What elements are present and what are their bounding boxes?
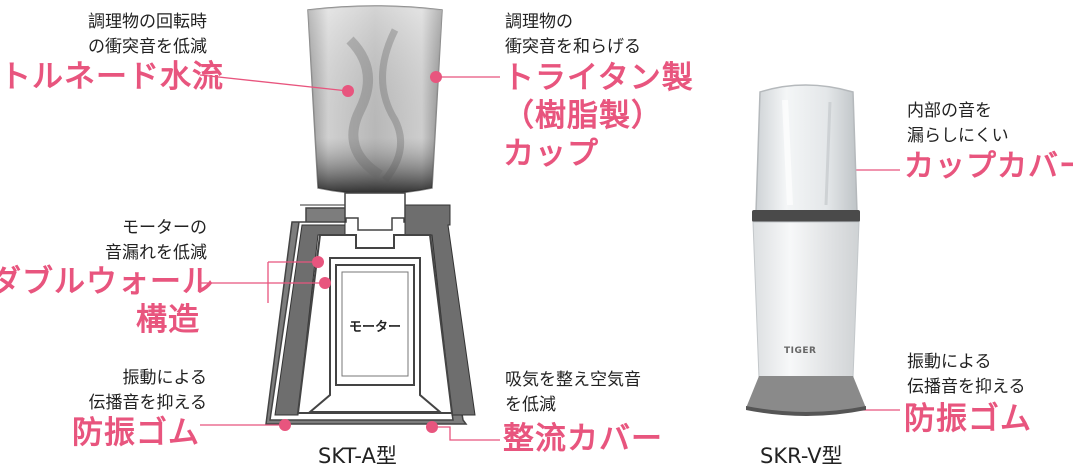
rubber-note-left-line-2: 伝播音を抑える <box>88 393 208 413</box>
wall-note-line-1: モーターの <box>122 218 207 238</box>
rubber-note-right-line-1: 振動による <box>907 352 992 372</box>
skt-a-base-section <box>265 192 476 425</box>
skt-a-cup <box>307 5 443 195</box>
tornado-title: トルネード水流 <box>0 59 224 95</box>
tornado-note: 調理物の回転時 の衝突音を低減 <box>7 10 207 60</box>
cup-title: トライタン製 （樹脂製） カップ <box>503 59 723 173</box>
cup-note-line-1: 調理物の <box>505 12 573 32</box>
model-v-caption: SKR-V型 <box>760 444 843 468</box>
wall-note-line-2: 音漏れを低減 <box>105 243 207 263</box>
cup-title-line-2: （樹脂製） <box>503 98 663 134</box>
rectifier-title: 整流カバー <box>503 421 663 457</box>
wall-note: モーターの 音漏れを低減 <box>7 216 207 266</box>
rectifier-note: 吸気を整え空気音 を低減 <box>505 368 705 418</box>
rectifier-note-line-1: 吸気を整え空気音 <box>505 370 641 390</box>
cover-note-line-2: 漏らしにくい <box>907 126 1009 146</box>
rubber-note-left: 振動による 伝播音を抑える <box>7 366 208 416</box>
rubber-title-left: 防振ゴム <box>72 415 200 451</box>
skr-v-product <box>746 84 866 416</box>
rubber-note-left-line-1: 振動による <box>122 368 208 388</box>
motor-label: モーター <box>348 320 401 335</box>
cup-note-line-2: 衝突音を和らげる <box>505 37 641 57</box>
wall-title-line-2: 構造 <box>136 302 200 338</box>
cover-note-line-1: 内部の音を <box>907 101 992 121</box>
cover-title: カップカバー <box>904 149 1073 184</box>
rubber-title-right: 防振ゴム <box>904 401 1032 437</box>
rubber-note-right: 振動による 伝播音を抑える <box>907 350 1067 400</box>
tiger-logo: TIGER <box>784 346 817 356</box>
wall-title: ダブルウォール 構造 <box>0 263 214 339</box>
cover-note: 内部の音を 漏らしにくい <box>907 99 1067 149</box>
model-a-caption: SKT-A型 <box>318 444 397 468</box>
tornado-note-line-2: の衝突音を低減 <box>88 37 207 57</box>
rubber-note-right-line-2: 伝播音を抑える <box>907 377 1026 397</box>
cup-title-line-3: カップ <box>503 136 599 172</box>
rectifier-note-line-2: を低減 <box>505 395 556 415</box>
cup-title-line-1: トライタン製 <box>503 60 694 96</box>
cup-note: 調理物の 衝突音を和らげる <box>505 10 705 60</box>
tornado-note-line-1: 調理物の回転時 <box>88 12 207 32</box>
wall-title-line-1: ダブルウォール <box>0 264 214 300</box>
